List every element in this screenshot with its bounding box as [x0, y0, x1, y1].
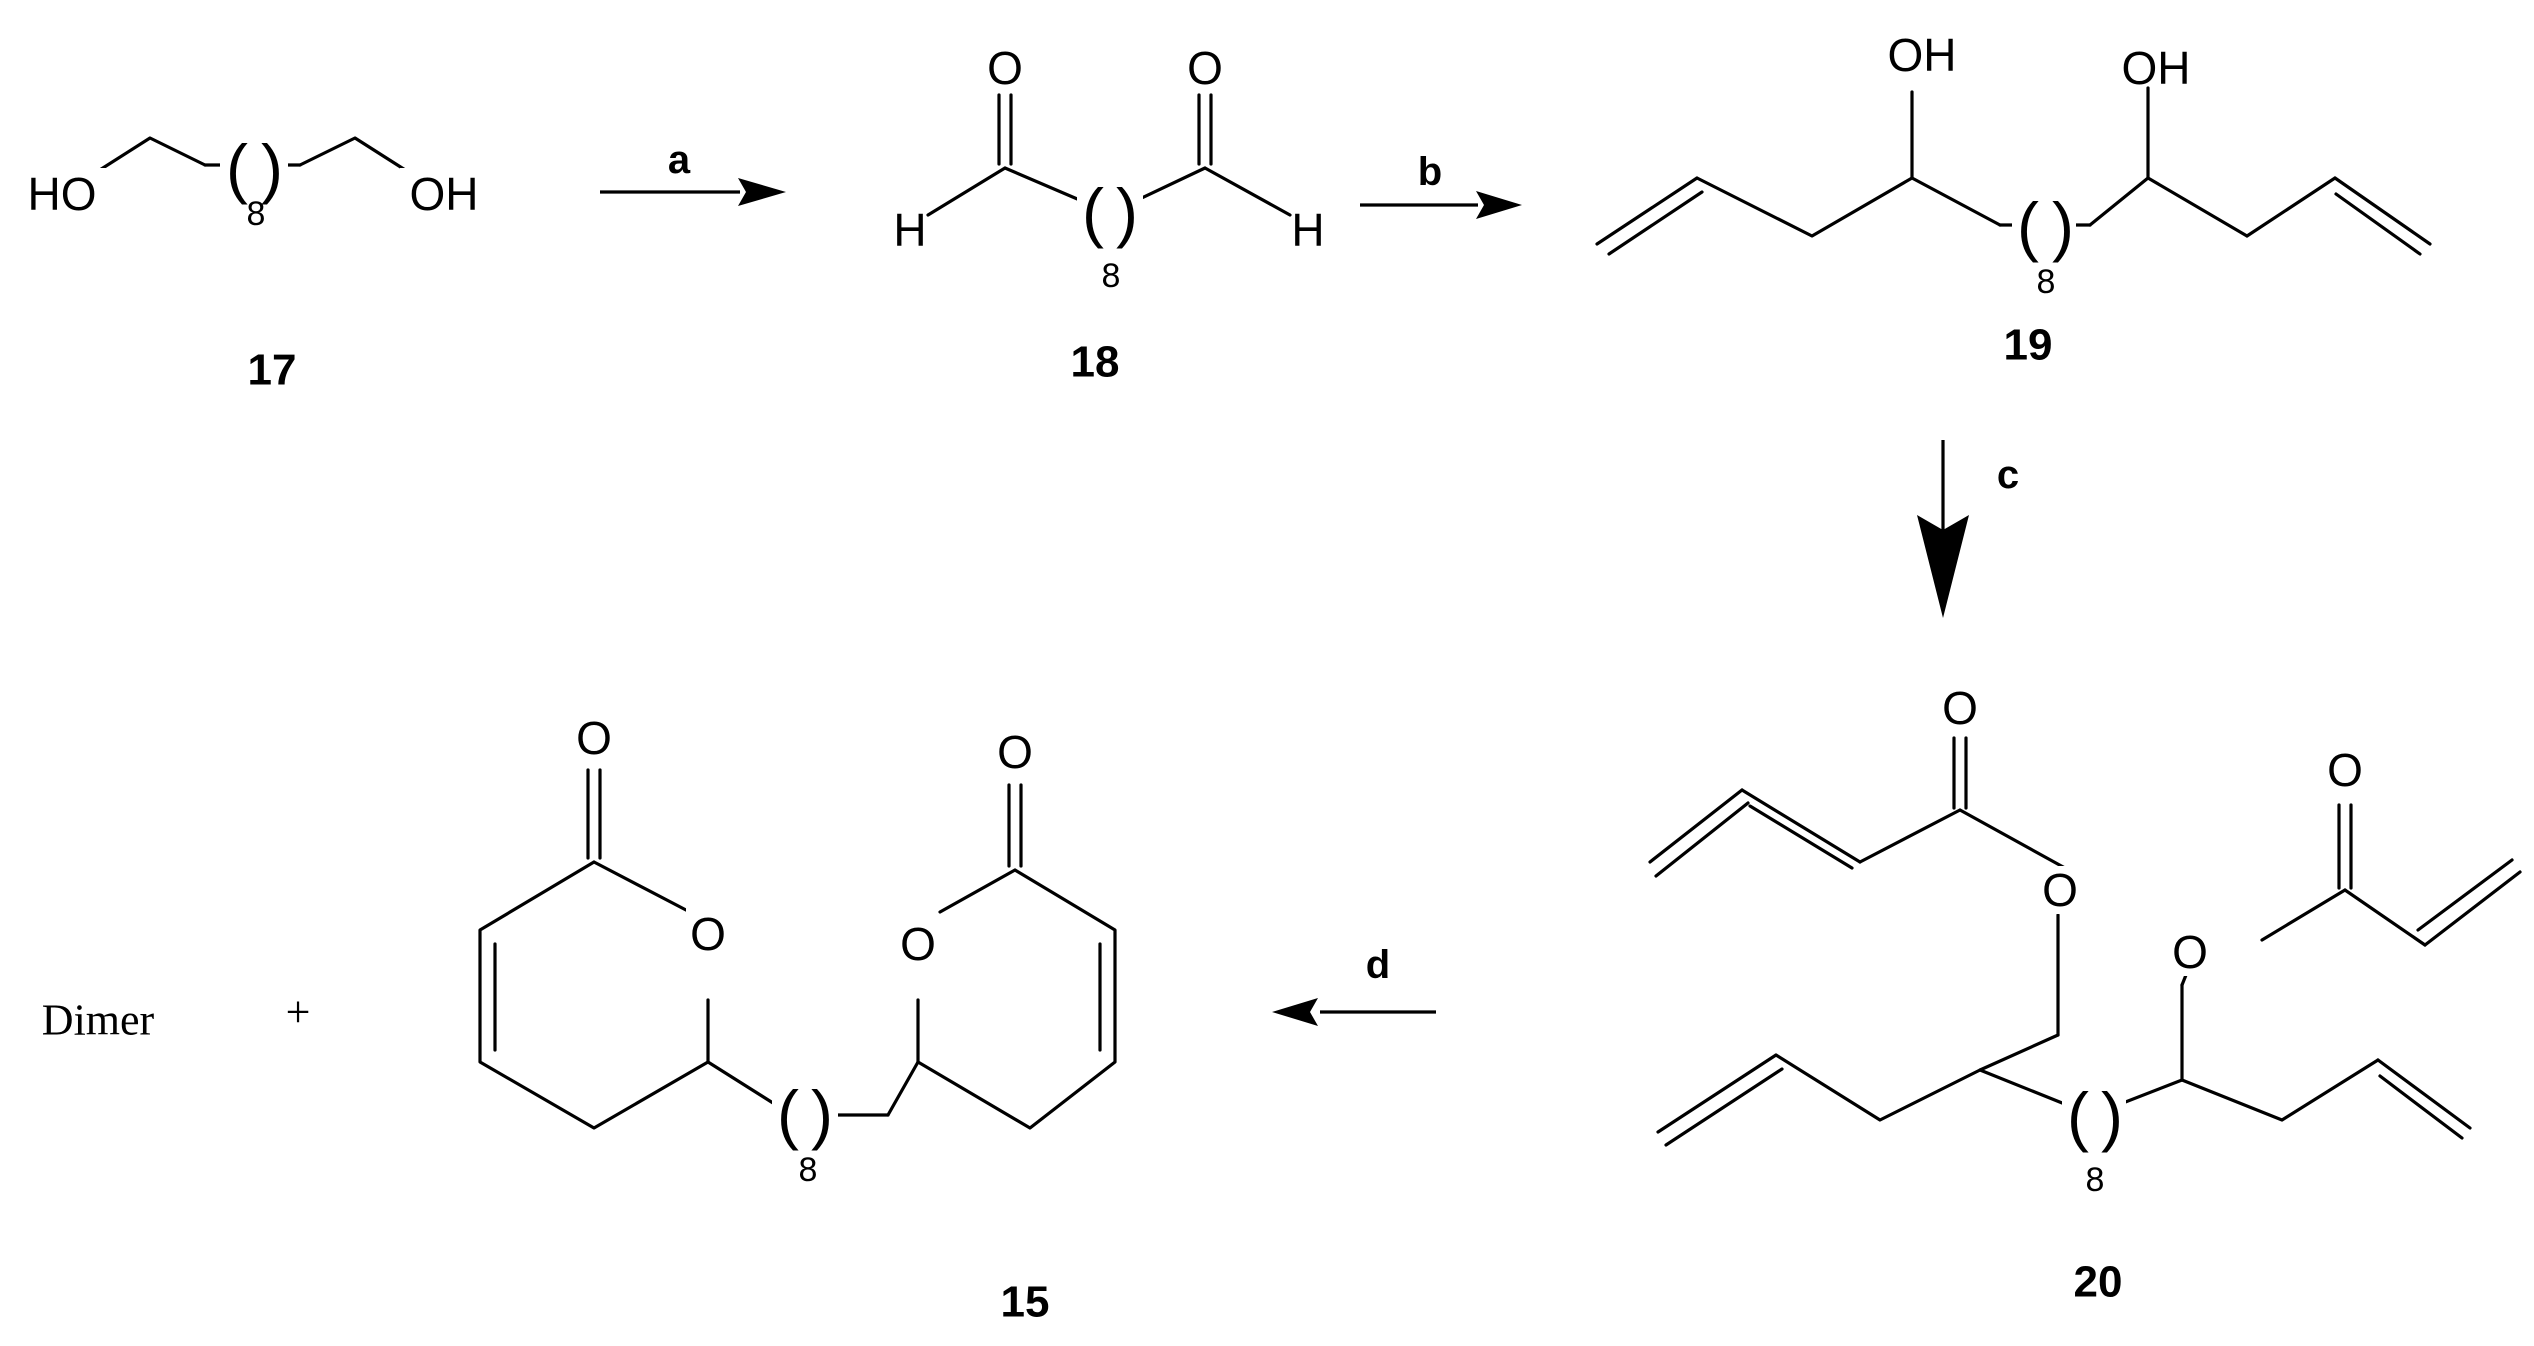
c20-ester-right-1 [2260, 888, 2347, 942]
c17-repeat-count: 8 [247, 195, 266, 233]
c17-bond-left [93, 136, 207, 175]
c20-alkene-left-1 [1656, 1053, 1778, 1134]
compound-17-label: 17 [248, 346, 297, 395]
compound-18-structure: ( ) 8 O O H H [893, 42, 1324, 295]
compound-18-label: 18 [1071, 338, 1120, 387]
c20-acryl-left-4 [1748, 804, 1854, 870]
c15-ring-left-ester [592, 860, 688, 912]
c20-chain-right [2180, 1058, 2380, 1122]
c18-bond-h-right [1203, 166, 1292, 217]
arrow-step-a [600, 178, 786, 206]
c20-paren-open: ( [2067, 1079, 2089, 1153]
step-a-label: a [668, 138, 691, 182]
arrow-step-b [1360, 191, 1522, 219]
byproduct-plus-sign: + [286, 988, 311, 1037]
c20-alkene-left-2 [1664, 1067, 1784, 1147]
c20-acryl-right-3 [2416, 858, 2514, 932]
c15-ring-right-ester [938, 868, 1017, 914]
c15-ring-right [916, 868, 1117, 1130]
c20-acryl-left-1 [1648, 788, 1744, 864]
c19-alkene-right-1 [2245, 176, 2337, 238]
c15-atom-o-ring-left: O [690, 908, 726, 960]
c20-ester-left-1 [1958, 808, 2067, 870]
c20-acryl-left-5 [1858, 808, 1962, 864]
c19-repeat-count: 8 [2037, 263, 2056, 301]
c15-atom-o-carbonyl-right: O [997, 726, 1033, 778]
compound-15-structure: ( ) 8 O O O O [478, 712, 1117, 1189]
c15-linker-right [886, 1060, 920, 1117]
step-d-label: d [1366, 943, 1390, 987]
c17-atom-ho: HO [28, 168, 97, 220]
c20-acryl-left-2 [1654, 801, 1750, 878]
c20-atom-o-ester-left: O [2042, 864, 2078, 916]
c15-ring-left [478, 860, 710, 1130]
compound-19-structure: ( ) 8 OH OH [1595, 29, 2432, 301]
compound-15-label: 15 [1001, 1278, 1050, 1327]
c19-alkene-right-2 [2333, 176, 2432, 246]
c17-paren-close: ) [261, 131, 283, 205]
c20-paren-close: ) [2101, 1079, 2123, 1153]
c17-paren-open: ( [226, 131, 248, 205]
c19-chain-right [2088, 176, 2249, 238]
c15-repeat-count: 8 [799, 1151, 818, 1189]
c20-atom-o-carbonyl-left: O [1942, 682, 1978, 734]
c18-atom-o-left: O [987, 42, 1023, 94]
c20-chain-left [1774, 1033, 2060, 1122]
c19-chain-left [1695, 176, 2002, 238]
c15-atom-o-carbonyl-left: O [576, 712, 612, 764]
c17-bond-right [298, 136, 412, 175]
c20-alkene-right-1 [2376, 1058, 2472, 1130]
c18-paren-close: ) [1116, 175, 1138, 249]
c20-acryl-right-1 [2343, 888, 2427, 947]
step-c-label: c [1997, 453, 2019, 497]
arrow-step-c [1917, 440, 1969, 618]
compound-19-label: 19 [2004, 321, 2053, 370]
arrow-step-d [1272, 998, 1436, 1026]
c18-paren-open: ( [1082, 175, 1104, 249]
byproduct-dimer-label: Dimer [42, 996, 155, 1045]
c19-alkene-right-3 [2334, 192, 2422, 256]
compound-20-label: 20 [2074, 1258, 2123, 1307]
c18-bond-h-left [926, 166, 1007, 217]
c19-atom-oh-left: OH [1888, 29, 1957, 81]
c20-acryl-right-2 [2423, 870, 2522, 947]
c20-alkene-right-2 [2378, 1074, 2464, 1140]
c17-atom-oh: OH [410, 168, 479, 220]
c20-atom-o-carbonyl-right: O [2327, 744, 2363, 796]
step-b-label: b [1418, 150, 1442, 194]
c19-alkene-left-1 [1595, 176, 1699, 246]
compound-17-structure: ( ) 8 HO OH [20, 131, 490, 233]
c18-atom-h-left: H [893, 204, 926, 256]
compound-20-structure: ( ) 8 O O O O [1648, 682, 2522, 1199]
c19-paren-open: ( [2017, 189, 2039, 263]
c15-paren-close: ) [811, 1077, 833, 1151]
c20-atom-o-ester-right: O [2172, 926, 2208, 978]
c19-atom-oh-right: OH [2122, 42, 2191, 94]
c18-repeat-count: 8 [1102, 257, 1121, 295]
c15-atom-o-ring-right: O [900, 918, 936, 970]
c18-atom-o-right: O [1187, 42, 1223, 94]
c20-repeat-count: 8 [2086, 1161, 2105, 1199]
c19-alkene-left-2 [1607, 190, 1704, 256]
c19-paren-close: ) [2052, 189, 2074, 263]
c18-atom-h-right: H [1291, 204, 1324, 256]
c15-paren-open: ( [777, 1077, 799, 1151]
c20-acryl-left-3 [1740, 788, 1862, 864]
